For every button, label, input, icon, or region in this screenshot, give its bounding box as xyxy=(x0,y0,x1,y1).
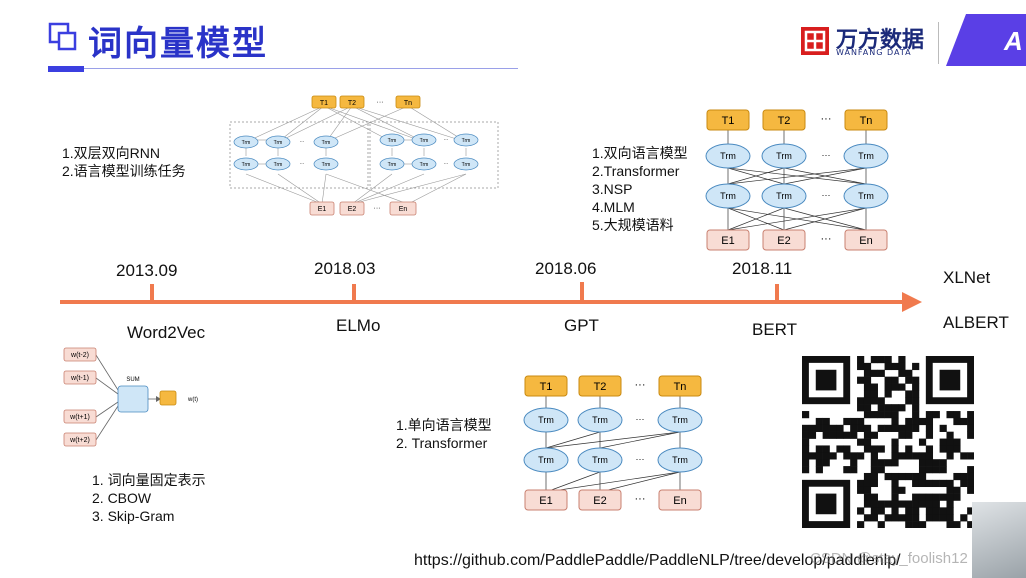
model-label: ELMo xyxy=(336,316,381,335)
svg-text:···: ··· xyxy=(377,99,384,106)
elmo-output-row: T1 T2 Tn ··· xyxy=(311,95,421,109)
cbow-diagram: w(t-2) w(t-1) w(t+1) w(t+2) SUM w(t) xyxy=(63,347,198,447)
svg-text:···: ··· xyxy=(635,493,646,505)
svg-text:E2: E2 xyxy=(593,495,606,507)
svg-text:Trm: Trm xyxy=(858,191,874,201)
elmo-embedding-row: E1 E2 En ··· xyxy=(309,201,417,216)
svg-text:w(t): w(t) xyxy=(187,397,198,403)
svg-text:Trm: Trm xyxy=(592,415,608,425)
svg-text:···: ··· xyxy=(374,205,381,212)
svg-text:Trm: Trm xyxy=(388,138,397,144)
svg-text:Trm: Trm xyxy=(538,415,554,425)
svg-text:···: ··· xyxy=(300,139,305,145)
svg-text:Trm: Trm xyxy=(420,138,429,144)
svg-text:···: ··· xyxy=(444,161,449,167)
svg-text:···: ··· xyxy=(822,190,831,200)
title-squares-icon xyxy=(48,22,77,51)
watermark: CSDN @stay_foolish12 xyxy=(810,550,968,567)
logo-text: 万方数据 xyxy=(836,28,925,53)
svg-text:T2: T2 xyxy=(594,381,607,393)
model-label: XLNet xyxy=(943,268,991,287)
model-label: ALBERT xyxy=(943,313,1009,332)
corner-decoration-icon: A xyxy=(946,14,1026,66)
logo-divider xyxy=(938,22,939,64)
svg-text:SUM: SUM xyxy=(126,377,139,383)
svg-text:En: En xyxy=(859,235,872,247)
year-label: 2018.03 xyxy=(314,259,376,278)
svg-text:Trm: Trm xyxy=(858,151,874,161)
svg-text:T1: T1 xyxy=(540,381,553,393)
svg-text:En: En xyxy=(399,206,408,213)
svg-text:T1: T1 xyxy=(722,115,735,127)
svg-text:w(t+1): w(t+1) xyxy=(69,414,90,421)
model-label: BERT xyxy=(752,320,798,339)
wanfang-logo-icon xyxy=(801,27,829,55)
svg-text:Tn: Tn xyxy=(404,100,412,107)
svg-text:···: ··· xyxy=(822,150,831,160)
title-underline xyxy=(84,68,518,69)
svg-text:Trm: Trm xyxy=(462,138,471,144)
bert-features: 1.双向语言模型 2.Transformer 3.NSP 4.MLM 5.大规模… xyxy=(592,145,688,233)
svg-text:···: ··· xyxy=(300,161,305,167)
logo-subtext: WANFANG DATA xyxy=(836,48,912,57)
svg-text:En: En xyxy=(673,495,686,507)
svg-text:···: ··· xyxy=(636,414,645,424)
svg-text:Trm: Trm xyxy=(274,162,283,168)
svg-text:Trm: Trm xyxy=(592,455,608,465)
gpt-features: 1.单向语言模型 2. Transformer xyxy=(396,417,492,451)
word2vec-features: 1. 词向量固定表示 2. CBOW 3. Skip-Gram xyxy=(92,472,206,524)
svg-text:w(t-1): w(t-1) xyxy=(70,375,89,382)
svg-text:A: A xyxy=(1003,26,1023,56)
svg-text:Trm: Trm xyxy=(322,140,331,146)
svg-text:Trm: Trm xyxy=(274,140,283,146)
svg-text:E2: E2 xyxy=(348,206,357,213)
svg-text:E1: E1 xyxy=(539,495,552,507)
svg-text:T1: T1 xyxy=(320,100,328,107)
svg-text:Trm: Trm xyxy=(242,140,251,146)
svg-text:Tn: Tn xyxy=(674,381,687,393)
svg-text:E2: E2 xyxy=(777,235,790,247)
timeline-arrow-icon xyxy=(902,292,922,312)
svg-text:···: ··· xyxy=(821,113,832,125)
svg-text:Trm: Trm xyxy=(242,162,251,168)
year-label: 2018.11 xyxy=(732,259,793,278)
year-label: 2018.06 xyxy=(535,259,597,278)
elmo-features: 1.双层双向RNN 2.语言模型训练任务 xyxy=(62,145,186,179)
svg-text:Trm: Trm xyxy=(420,162,429,168)
svg-text:Trm: Trm xyxy=(672,415,688,425)
svg-text:···: ··· xyxy=(444,137,449,143)
svg-text:Trm: Trm xyxy=(538,455,554,465)
svg-text:Tn: Tn xyxy=(860,115,873,127)
model-label: Word2Vec xyxy=(127,323,206,342)
page-title: 词向量模型 xyxy=(88,24,268,64)
svg-text:Trm: Trm xyxy=(776,151,792,161)
svg-text:Trm: Trm xyxy=(720,191,736,201)
svg-text:···: ··· xyxy=(821,233,832,245)
svg-text:T2: T2 xyxy=(778,115,791,127)
svg-text:Trm: Trm xyxy=(776,191,792,201)
svg-text:Trm: Trm xyxy=(672,455,688,465)
svg-text:w(t-2): w(t-2) xyxy=(70,352,89,359)
svg-text:Trm: Trm xyxy=(322,162,331,168)
github-url-link[interactable]: https://github.com/PaddlePaddle/PaddleNL… xyxy=(414,552,901,569)
svg-text:Trm: Trm xyxy=(388,162,397,168)
model-label: GPT xyxy=(564,316,599,335)
svg-text:E1: E1 xyxy=(318,206,327,213)
title-underline-accent xyxy=(48,66,84,72)
svg-text:T2: T2 xyxy=(348,100,356,107)
svg-text:w(t+2): w(t+2) xyxy=(69,437,90,444)
year-label: 2013.09 xyxy=(116,261,178,280)
qr-code[interactable] xyxy=(802,356,974,528)
svg-text:···: ··· xyxy=(636,454,645,464)
svg-text:E1: E1 xyxy=(721,235,734,247)
svg-text:Trm: Trm xyxy=(462,162,471,168)
svg-text:···: ··· xyxy=(635,379,646,391)
video-overlay xyxy=(972,502,1026,578)
svg-text:Trm: Trm xyxy=(720,151,736,161)
